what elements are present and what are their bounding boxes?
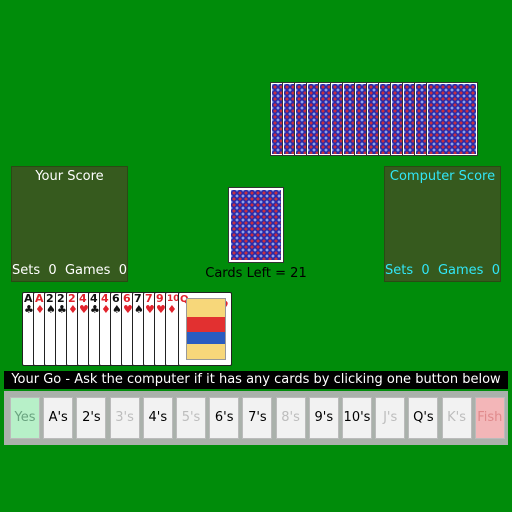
computer-sets-label: Sets	[385, 263, 414, 278]
card-rank: Q	[180, 294, 189, 305]
card-rank: 6	[112, 292, 120, 305]
ask-button-4[interactable]: 4's	[142, 397, 173, 439]
ask-button-5[interactable]: 5's	[176, 397, 206, 439]
ask-button-j[interactable]: J's	[375, 397, 406, 439]
ask-button-7[interactable]: 7's	[242, 397, 273, 439]
computer-score-stats: Sets 0 Games 0	[385, 263, 500, 278]
ask-button-fish[interactable]: Fish	[474, 397, 505, 439]
computer-games-label: Games	[437, 263, 484, 278]
computer-hand	[0, 0, 512, 170]
ask-button-9[interactable]: 9's	[308, 397, 339, 439]
card-rank: A	[24, 292, 33, 305]
card-suit-icon: ♦	[167, 303, 177, 316]
computer-score-panel: Computer Score Sets 0 Games 0	[384, 166, 501, 282]
card-suit-icon: ♥	[123, 303, 133, 316]
ask-button-6[interactable]: 6's	[209, 397, 240, 439]
card-suit-icon: ♠	[46, 303, 56, 316]
card-suit-icon: ♥	[79, 303, 89, 316]
ask-button-3[interactable]: 3's	[109, 397, 140, 439]
your-score-stats: Sets 0 Games 0	[12, 263, 127, 278]
card-rank: 7	[134, 292, 142, 305]
card-suit-icon: ♦	[68, 303, 78, 316]
ask-button-q[interactable]: Q's	[408, 397, 439, 439]
ask-button-a[interactable]: A's	[43, 397, 74, 439]
your-games-value: 0	[118, 263, 127, 278]
card-suit-icon: ♠	[134, 303, 144, 316]
card-rank: 4	[79, 292, 87, 305]
card-rank: 6	[123, 292, 131, 305]
ask-button-8[interactable]: 8's	[275, 397, 306, 439]
ask-button-2[interactable]: 2's	[76, 397, 107, 439]
ask-button-10[interactable]: 10's	[342, 397, 372, 439]
your-sets-value: 0	[48, 263, 57, 278]
computer-score-title: Computer Score	[389, 169, 496, 184]
status-message: Your Go - Ask the computer if it has any…	[4, 371, 508, 389]
card-rank: 4	[101, 292, 109, 305]
queen-face-art	[186, 298, 226, 360]
ask-button-yes[interactable]: Yes	[10, 397, 40, 439]
computer-sets-value: 0	[421, 263, 430, 278]
your-games-label: Games	[64, 263, 111, 278]
card-rank: A	[35, 292, 44, 305]
your-score-title: Your Score	[35, 169, 104, 184]
your-score-panel: Your Score Sets 0 Games 0	[11, 166, 128, 282]
draw-pile[interactable]	[228, 187, 284, 263]
hand-card-queen[interactable]: Q ♥	[178, 292, 232, 366]
ask-button-k[interactable]: K's	[441, 397, 472, 439]
card-suit-icon: ♦	[35, 303, 45, 316]
your-sets-label: Sets	[12, 263, 41, 278]
card-suit-icon: ♥	[156, 303, 166, 316]
card-rank: 7	[145, 292, 153, 305]
card-rank: 2	[57, 292, 65, 305]
card-suit-icon: ♠	[112, 303, 122, 316]
card-suit-icon: ♣	[90, 303, 100, 316]
player-hand: A♣A♦2♠2♣2♦4♥4♣4♦6♠6♥7♠7♥9♥10♦	[22, 292, 205, 366]
card-rank: 2	[68, 292, 76, 305]
computer-card-back	[426, 82, 478, 156]
card-suit-icon: ♥	[145, 303, 155, 316]
computer-games-value: 0	[491, 263, 500, 278]
cards-left-label: Cards Left = 21	[205, 266, 307, 281]
card-suit-icon: ♣	[57, 303, 67, 316]
card-rank: 10	[167, 294, 180, 304]
card-suit-icon: ♦	[101, 303, 111, 316]
card-rank: 9	[156, 292, 164, 305]
card-suit-icon: ♣	[24, 303, 34, 316]
card-rank: 4	[90, 292, 98, 305]
card-rank: 2	[46, 292, 54, 305]
